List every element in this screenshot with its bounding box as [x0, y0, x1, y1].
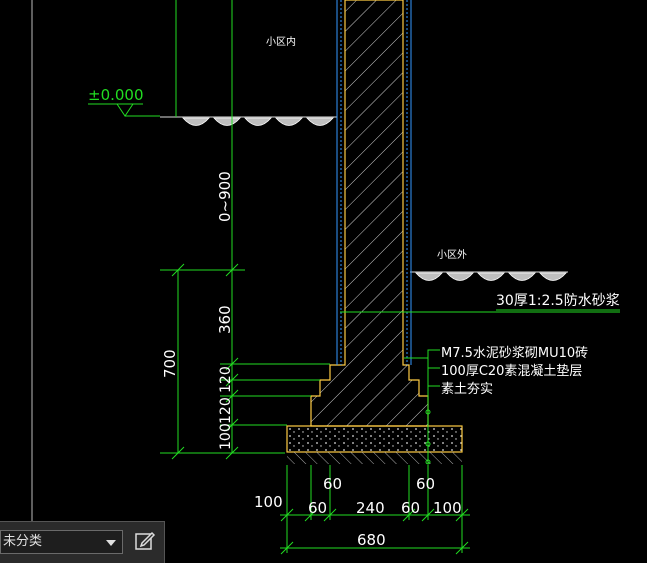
soil-symbol-inside — [182, 117, 334, 126]
brick-wall-hatch — [311, 0, 428, 426]
level-label: ±0.000 — [88, 86, 144, 104]
dim-d1: 0~900 — [216, 171, 234, 222]
dimension-ticks — [171, 263, 239, 460]
concrete-cushion — [286, 425, 463, 453]
dim-d3: 120 — [218, 366, 234, 393]
dim-d5: 100 — [218, 423, 234, 450]
dim-left-offset: 100 — [254, 493, 283, 511]
waterproof-layer — [336, 0, 412, 365]
horizontal-ticks — [280, 508, 469, 555]
soil-symbol-outside — [415, 272, 567, 281]
dim-d4: 120 — [218, 397, 234, 424]
label-inside: 小区内 — [266, 35, 296, 48]
dim-overall: 700 — [161, 349, 179, 378]
dim-seg4: 100 — [433, 499, 462, 517]
note-brick: M7.5水泥砂浆砌MU10砖 — [441, 346, 588, 361]
dim-upper-right: 60 — [416, 475, 435, 493]
dim-seg1: 60 — [308, 499, 327, 517]
note-soil: 素土夯实 — [441, 382, 493, 397]
note-cushion: 100厚C20素混凝土垫层 — [441, 363, 582, 379]
vertical-dimension-lines — [160, 0, 620, 454]
bottom-toolbar: 未分类 — [0, 521, 165, 563]
label-outside: 小区外 — [437, 249, 467, 261]
rammed-soil — [287, 452, 462, 464]
leader-lines — [404, 309, 620, 465]
dim-total: 680 — [357, 531, 386, 549]
category-select[interactable]: 未分类 — [0, 530, 123, 554]
dim-seg2: 240 — [356, 499, 385, 517]
edit-icon[interactable] — [134, 530, 156, 552]
chevron-down-icon — [106, 540, 116, 546]
level-marker — [88, 103, 160, 117]
category-select-value: 未分类 — [3, 534, 43, 549]
dim-upper-left: 60 — [323, 475, 342, 493]
dim-d2: 360 — [216, 305, 234, 334]
dim-seg3: 60 — [401, 499, 420, 517]
note-waterproof: 30厚1:2.5防水砂浆 — [496, 293, 620, 309]
